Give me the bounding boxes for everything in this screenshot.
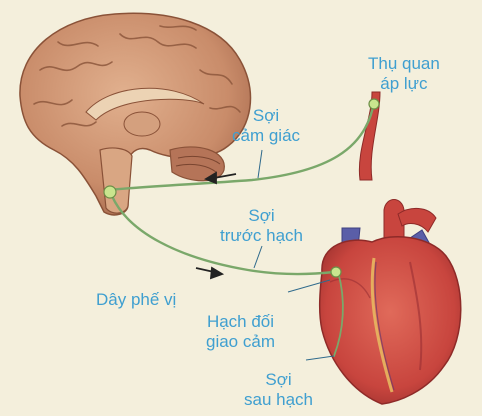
preganglionic-fiber-label-line2: trước hạch bbox=[220, 226, 303, 246]
sensory-leader bbox=[258, 150, 262, 178]
parasympathetic-ganglion-label: Hạch đối giao cảm bbox=[206, 312, 275, 352]
baroreceptor-label-line2: áp lực bbox=[368, 74, 440, 94]
preganglionic-arrow-head bbox=[211, 268, 222, 278]
preganglionic-leader bbox=[254, 246, 262, 268]
sensory-fiber-label-line2: cảm giác bbox=[232, 126, 300, 146]
baroreceptor-label: Thụ quan áp lực bbox=[368, 54, 440, 94]
postganglionic-fiber-label: Sợi sau hạch bbox=[244, 370, 313, 410]
sensory-fiber-label: Sợi cảm giác bbox=[232, 106, 300, 146]
heart-illustration bbox=[320, 200, 461, 405]
preganglionic-fiber-label: Sợi trước hạch bbox=[220, 206, 303, 246]
vagus-nerve-label: Dây phế vị bbox=[96, 290, 176, 310]
ganglion-node bbox=[331, 267, 341, 277]
medulla-node bbox=[104, 186, 116, 198]
postganglionic-label-line2: sau hạch bbox=[244, 390, 313, 410]
preganglionic-fiber-label-line1: Sợi bbox=[220, 206, 303, 226]
brain-illustration bbox=[20, 13, 251, 215]
baroreceptor-label-line1: Thụ quan bbox=[368, 54, 440, 74]
postganglionic-label-line1: Sợi bbox=[244, 370, 313, 390]
ganglion-label-line2: giao cảm bbox=[206, 332, 275, 352]
postganglionic-leader bbox=[306, 356, 334, 360]
baroreceptor-node bbox=[369, 99, 379, 109]
ganglion-label-line1: Hạch đối bbox=[206, 312, 275, 332]
vagus-nerve-label-text: Dây phế vị bbox=[96, 290, 176, 310]
sensory-fiber-label-line1: Sợi bbox=[232, 106, 300, 126]
